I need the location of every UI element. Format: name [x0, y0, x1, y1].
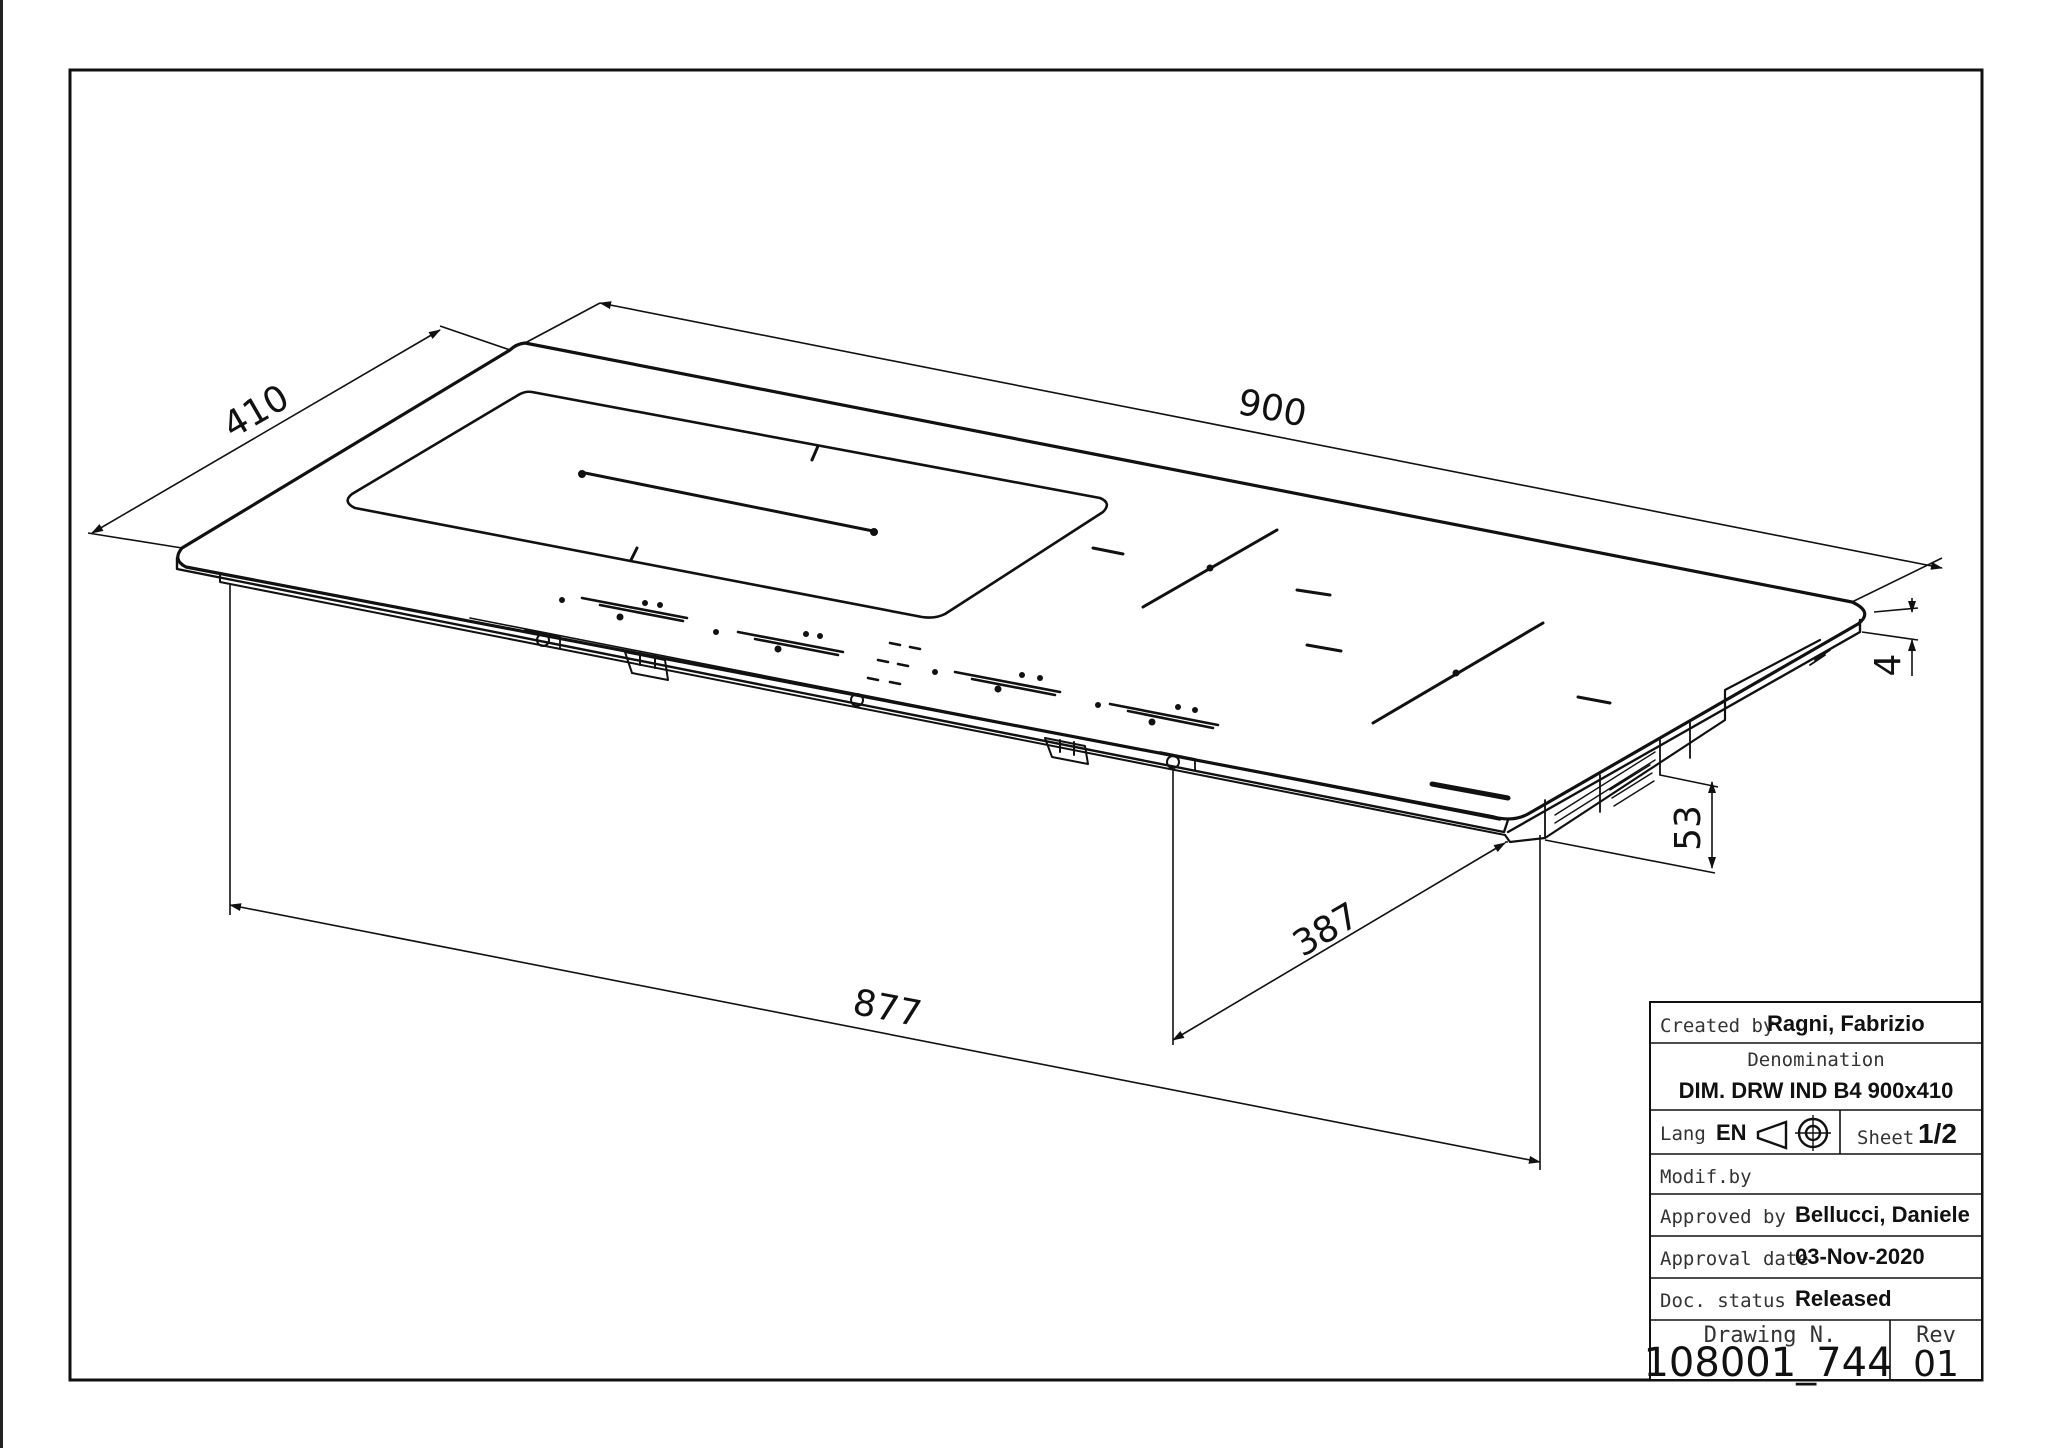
hob-body-front	[219, 573, 1506, 836]
ext-4	[1861, 607, 1919, 641]
approval-date-value: 03-Nov-2020	[1795, 1244, 1925, 1269]
title-block: Created by Ragni, Fabrizio Denomination …	[1643, 1001, 1983, 1386]
zone-center-2	[1452, 669, 1460, 677]
slider-3	[953, 670, 1062, 697]
drawing-no-value: 108001_744	[1643, 1340, 1892, 1386]
flex-zone-tick-top	[810, 444, 820, 462]
dim-4: 4	[1868, 654, 1909, 677]
approved-by-label: Approved by	[1660, 1206, 1786, 1228]
brand-plate	[1429, 781, 1511, 801]
zone-marker-1	[1091, 546, 1125, 556]
zone-center-1	[1206, 564, 1214, 572]
denomination-value: DIM. DRW IND B4 900x410	[1679, 1078, 1954, 1103]
lang-label: Lang	[1660, 1123, 1706, 1145]
dim-line-900	[599, 301, 1943, 570]
drawing-no-label: Drawing N.	[1704, 1323, 1836, 1348]
sheet-label: Sheet	[1857, 1127, 1914, 1149]
zone-marker-6	[1576, 695, 1612, 705]
title-block-frame	[1649, 1001, 1983, 1381]
fixing-bracket-left	[524, 629, 1196, 771]
dim-900: 900	[1235, 382, 1310, 436]
approved-by-value: Bellucci, Daniele	[1795, 1202, 1970, 1227]
hob-glass-edge-front	[175, 556, 1510, 834]
hob-body-right-lower	[1544, 711, 1726, 839]
control-center-cluster	[866, 641, 922, 686]
hob-body-lower-edge	[469, 617, 1501, 821]
hob-body-right	[1503, 638, 1822, 844]
denomination-label: Denomination	[1747, 1049, 1884, 1071]
fixing-clip-1	[624, 651, 669, 681]
rev-value: 01	[1913, 1344, 1959, 1385]
hob-glass-edge-right	[1506, 618, 1862, 834]
title-block-grid	[1650, 1042, 1982, 1380]
dim-line-387	[1172, 842, 1506, 1041]
hob-glass-top	[176, 341, 1867, 821]
doc-status-value: Released	[1795, 1286, 1892, 1311]
dim-877: 877	[850, 982, 925, 1035]
dim-387: 387	[1286, 895, 1366, 965]
induction-hob-drawing	[175, 341, 1867, 844]
dim-line-877	[229, 903, 1541, 1164]
sheet-left-edge	[0, 0, 3, 1448]
approval-date-label: Approval date	[1660, 1248, 1809, 1270]
flex-zone-divider	[583, 471, 875, 533]
slider-2	[736, 630, 845, 657]
fixing-screw-3	[1166, 755, 1180, 769]
projection-symbol-icon	[1756, 1115, 1831, 1151]
drawing-frame	[68, 68, 1984, 1382]
fixing-bracket-right	[1809, 649, 1831, 666]
lang-value: EN	[1716, 1120, 1747, 1145]
flex-cooking-zone	[346, 390, 1109, 619]
slider-1	[580, 596, 689, 623]
flex-zone-tick-bottom	[629, 546, 639, 562]
created-by-value: Ragni, Fabrizio	[1767, 1011, 1925, 1036]
zone-marker-4	[1305, 643, 1343, 653]
ext-900	[524, 302, 1943, 603]
touch-control-dots	[559, 597, 1198, 726]
ext-877	[229, 585, 1541, 1170]
sheet-value: 1/2	[1918, 1118, 1957, 1149]
fixing-screw-2	[850, 693, 864, 707]
doc-status-label: Doc. status	[1660, 1290, 1786, 1312]
dim-53: 53	[1668, 805, 1709, 851]
created-by-label: Created by	[1660, 1015, 1774, 1037]
fixing-clip-2	[1044, 737, 1089, 765]
rev-label: Rev	[1916, 1323, 1956, 1348]
slider-4	[1108, 702, 1220, 730]
flex-zone-marker-right	[870, 528, 878, 536]
dimension-lines	[87, 301, 1943, 1170]
modif-by-label: Modif.by	[1660, 1166, 1752, 1188]
zone-marker-3	[1295, 588, 1332, 597]
dimension-values: 900 410 877 387 53 4	[216, 377, 1909, 1035]
flex-zone-marker-left	[578, 470, 586, 478]
ext-410	[87, 325, 511, 549]
dim-line-410	[91, 329, 441, 534]
hob-vent-grille	[1554, 751, 1656, 824]
touch-controls	[580, 596, 1220, 730]
